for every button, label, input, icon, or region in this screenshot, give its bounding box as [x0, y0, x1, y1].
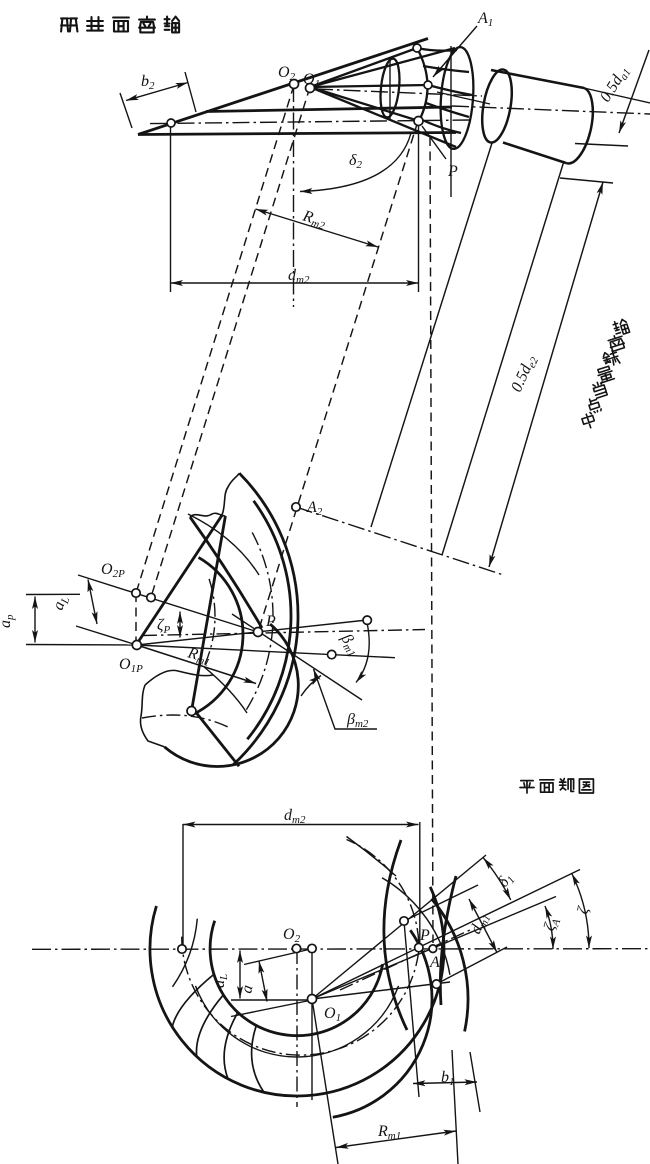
svg-text:a: a	[238, 983, 256, 994]
svg-text:P: P	[419, 927, 430, 944]
svg-text:P: P	[447, 163, 458, 180]
svg-text:A: A	[429, 954, 440, 971]
svg-text:ap: ap	[0, 614, 16, 628]
svg-text:P: P	[265, 613, 276, 630]
